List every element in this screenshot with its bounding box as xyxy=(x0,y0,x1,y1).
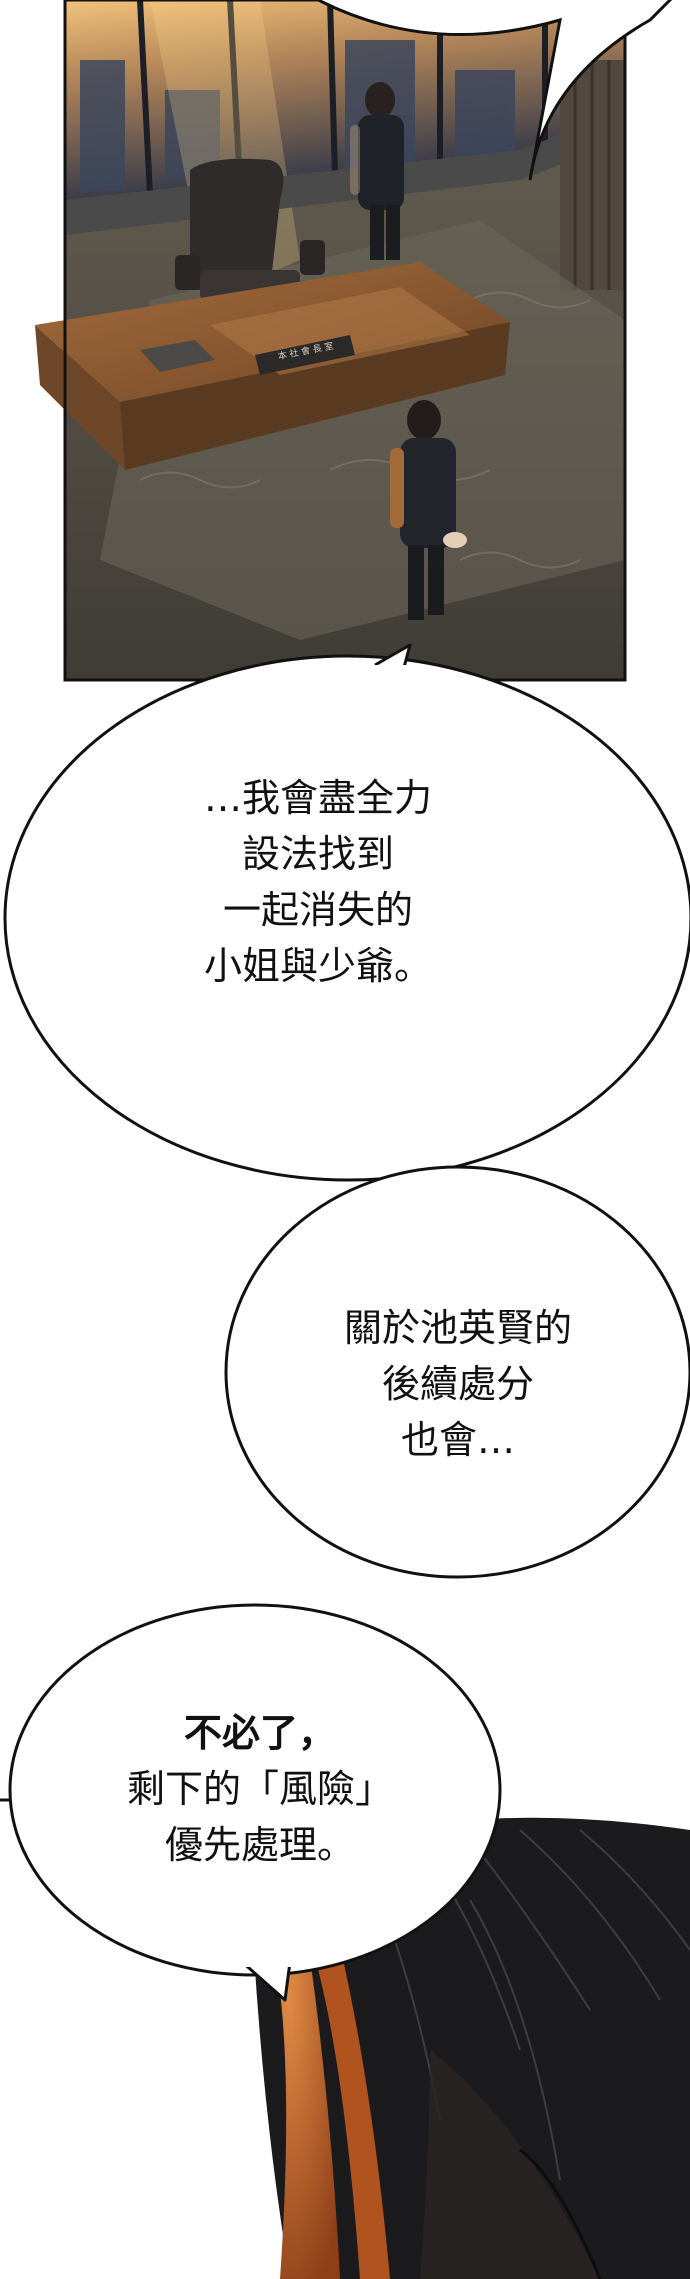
bubble-2-line-2: 後續處分 xyxy=(381,1362,534,1406)
bubble-3-line-1: 不必了， xyxy=(183,1711,336,1755)
man-at-window xyxy=(350,82,404,260)
bubble-1-line-2: 設法找到 xyxy=(241,832,394,876)
bubble-3-line-2: 剩下的「風險」 xyxy=(126,1767,393,1811)
bubble-1-line-4: 小姐與少爺。 xyxy=(203,944,432,988)
speech-bubble-1 xyxy=(3,643,690,1182)
bubble-1-line-1: …我會盡全力 xyxy=(203,776,432,820)
bubble-1-text: …我會盡全力 設法找到 一起消失的 小姐與少爺。 xyxy=(108,770,528,994)
speech-bubble-2 xyxy=(224,1165,690,1579)
man-standing-by-desk xyxy=(390,400,467,620)
bubble-2-text: 關於池英賢的 後續處分 也會… xyxy=(268,1300,648,1468)
office-scene xyxy=(35,0,627,682)
office-desk xyxy=(35,262,510,470)
offscreen-bubble xyxy=(315,0,673,181)
bubble-2-line-3: 也會… xyxy=(400,1418,515,1462)
bubble-2-line-1: 關於池英賢的 xyxy=(343,1306,572,1350)
speech-bubble-3 xyxy=(8,1603,502,2002)
bubble-1-line-3: 一起消失的 xyxy=(222,888,413,932)
bubble-3-line-3: 優先處理。 xyxy=(164,1823,355,1867)
bubble-3-text: 不必了， 剩下的「風險」 優先處理。 xyxy=(70,1705,450,1873)
